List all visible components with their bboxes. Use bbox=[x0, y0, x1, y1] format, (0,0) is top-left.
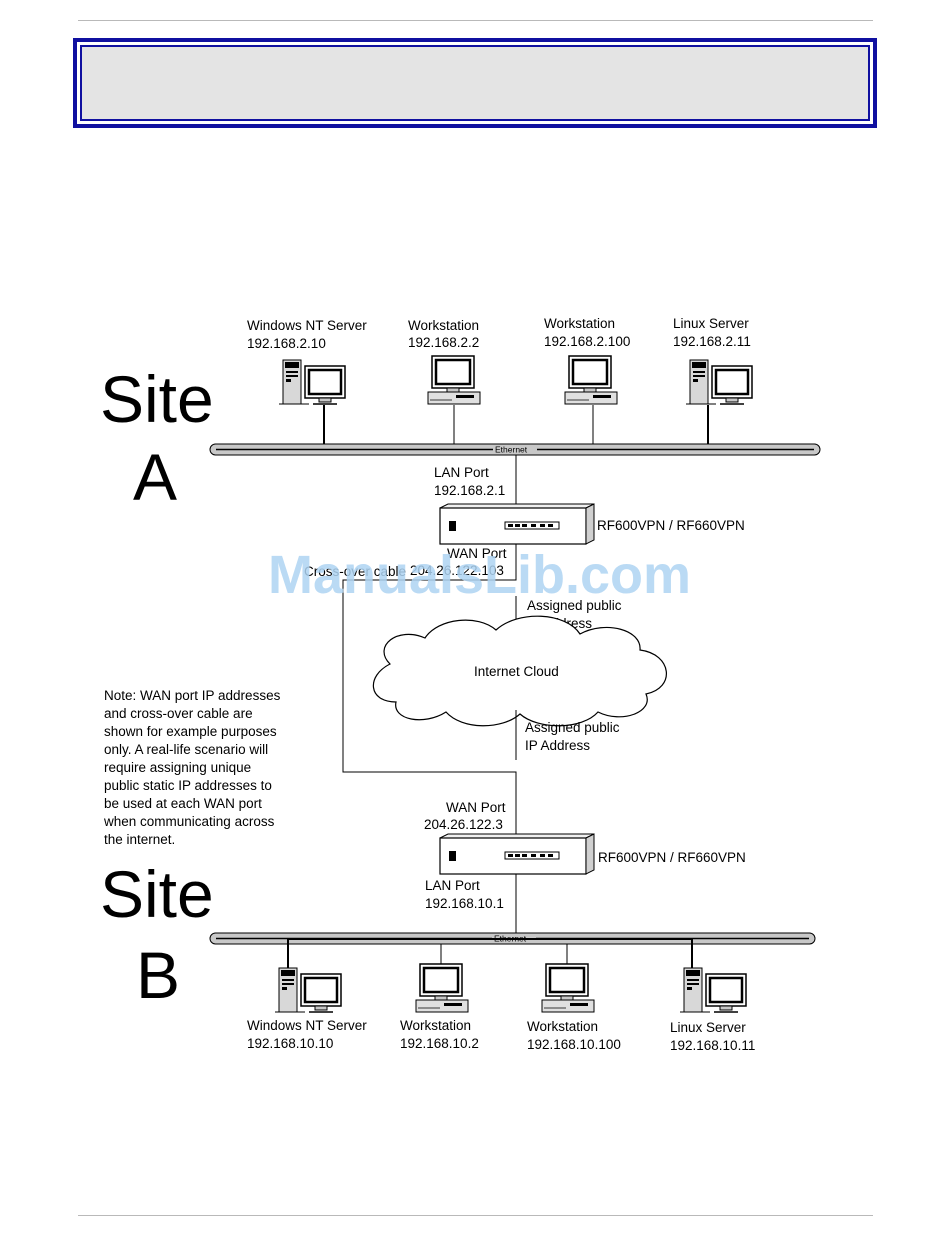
site-a-host-4-ip: 192.168.2.11 bbox=[673, 334, 751, 349]
note-line-7: be used at each WAN port bbox=[104, 796, 262, 811]
assigned-public-top-line-1: Assigned public bbox=[527, 598, 622, 613]
site-a-ethernet-label: Ethernet bbox=[495, 445, 528, 455]
site-a-lan-port-label: LAN Port bbox=[434, 465, 489, 480]
site-b-host-3-name: Workstation bbox=[527, 1019, 598, 1034]
watermark-text: ManualsLib.com bbox=[268, 545, 691, 605]
site-b-lan-port-label: LAN Port bbox=[425, 878, 480, 893]
site-a-server-trunk bbox=[323, 405, 709, 451]
site-b-label: Site bbox=[100, 857, 214, 931]
site-b-wan-port-ip: 204.26.122.3 bbox=[424, 817, 503, 832]
assigned-public-bottom-line-1: Assigned public bbox=[525, 720, 620, 735]
site-b-server-trunk bbox=[287, 938, 693, 968]
site-a-lan-port-ip: 192.168.2.1 bbox=[434, 483, 505, 498]
crossover-cable-line bbox=[342, 544, 517, 836]
site-a-wan-port-ip: 204.26.122.103 bbox=[410, 563, 504, 578]
site-a-linux-server-tower-icon bbox=[684, 358, 754, 406]
note-line-9: the internet. bbox=[104, 832, 175, 847]
assigned-public-bottom-line-2: IP Address bbox=[525, 738, 590, 753]
site-a-wan-port-label: WAN Port bbox=[447, 546, 507, 561]
note-line-4: only. A real-life scenario will bbox=[104, 742, 268, 757]
site-a-router-label: RF600VPN / RF660VPN bbox=[597, 518, 745, 533]
site-a-desktop-workstation-icon-2 bbox=[563, 354, 619, 406]
site-a-label: Site bbox=[100, 362, 214, 436]
site-b-host-4-name: Linux Server bbox=[670, 1020, 746, 1035]
note-line-3: shown for example purposes bbox=[104, 724, 277, 739]
site-b-desktop-workstation-icon-2 bbox=[540, 962, 596, 1014]
site-a-host-4-name: Linux Server bbox=[673, 316, 749, 331]
note-line-1: Note: WAN port IP addresses bbox=[104, 688, 281, 703]
note-line-5: require assigning unique bbox=[104, 760, 251, 775]
title-banner-inner bbox=[80, 45, 870, 121]
site-a-router-icon bbox=[439, 503, 595, 545]
title-banner bbox=[73, 38, 877, 128]
site-b-host-4-ip: 192.168.10.11 bbox=[670, 1038, 755, 1053]
note-line-2: and cross-over cable are bbox=[104, 706, 253, 721]
site-b-server-tower-icon bbox=[273, 966, 343, 1014]
site-a-host-3-name: Workstation bbox=[544, 316, 615, 331]
site-a-host-3-ip: 192.168.2.100 bbox=[544, 334, 630, 349]
footer-rule bbox=[78, 1215, 873, 1216]
site-a-desktop-workstation-icon bbox=[426, 354, 482, 406]
site-a-letter: A bbox=[133, 440, 177, 514]
site-a-host-2-ip: 192.168.2.2 bbox=[408, 335, 479, 350]
site-b-host-2-ip: 192.168.10.2 bbox=[400, 1036, 479, 1051]
note-line-6: public static IP addresses to bbox=[104, 778, 272, 793]
site-b-host-1-ip: 192.168.10.10 bbox=[247, 1036, 333, 1051]
internet-cloud-label: Internet Cloud bbox=[474, 664, 559, 679]
internet-cloud-icon bbox=[372, 615, 667, 727]
site-b-letter: B bbox=[136, 938, 180, 1012]
site-b-router-label: RF600VPN / RF660VPN bbox=[598, 850, 746, 865]
site-b-lan-port-ip: 192.168.10.1 bbox=[425, 896, 504, 911]
site-b-desktop-workstation-icon bbox=[414, 962, 470, 1014]
site-a-host-1-ip: 192.168.2.10 bbox=[247, 336, 326, 351]
site-b-host-1-name: Windows NT Server bbox=[247, 1018, 367, 1033]
site-b-router-icon bbox=[439, 833, 595, 875]
site-a-server-tower-icon bbox=[277, 358, 347, 406]
site-b-wan-port-label: WAN Port bbox=[446, 800, 506, 815]
site-b-host-3-ip: 192.168.10.100 bbox=[527, 1037, 621, 1052]
site-a-host-2-name: Workstation bbox=[408, 318, 479, 333]
crossover-cable-label: Cross-over cable bbox=[304, 564, 406, 579]
note-line-8: when communicating across bbox=[103, 814, 275, 829]
site-a-host-1-name: Windows NT Server bbox=[247, 318, 367, 333]
site-b-host-2-name: Workstation bbox=[400, 1018, 471, 1033]
site-b-linux-server-tower-icon bbox=[678, 966, 748, 1014]
header-rule bbox=[78, 20, 873, 21]
